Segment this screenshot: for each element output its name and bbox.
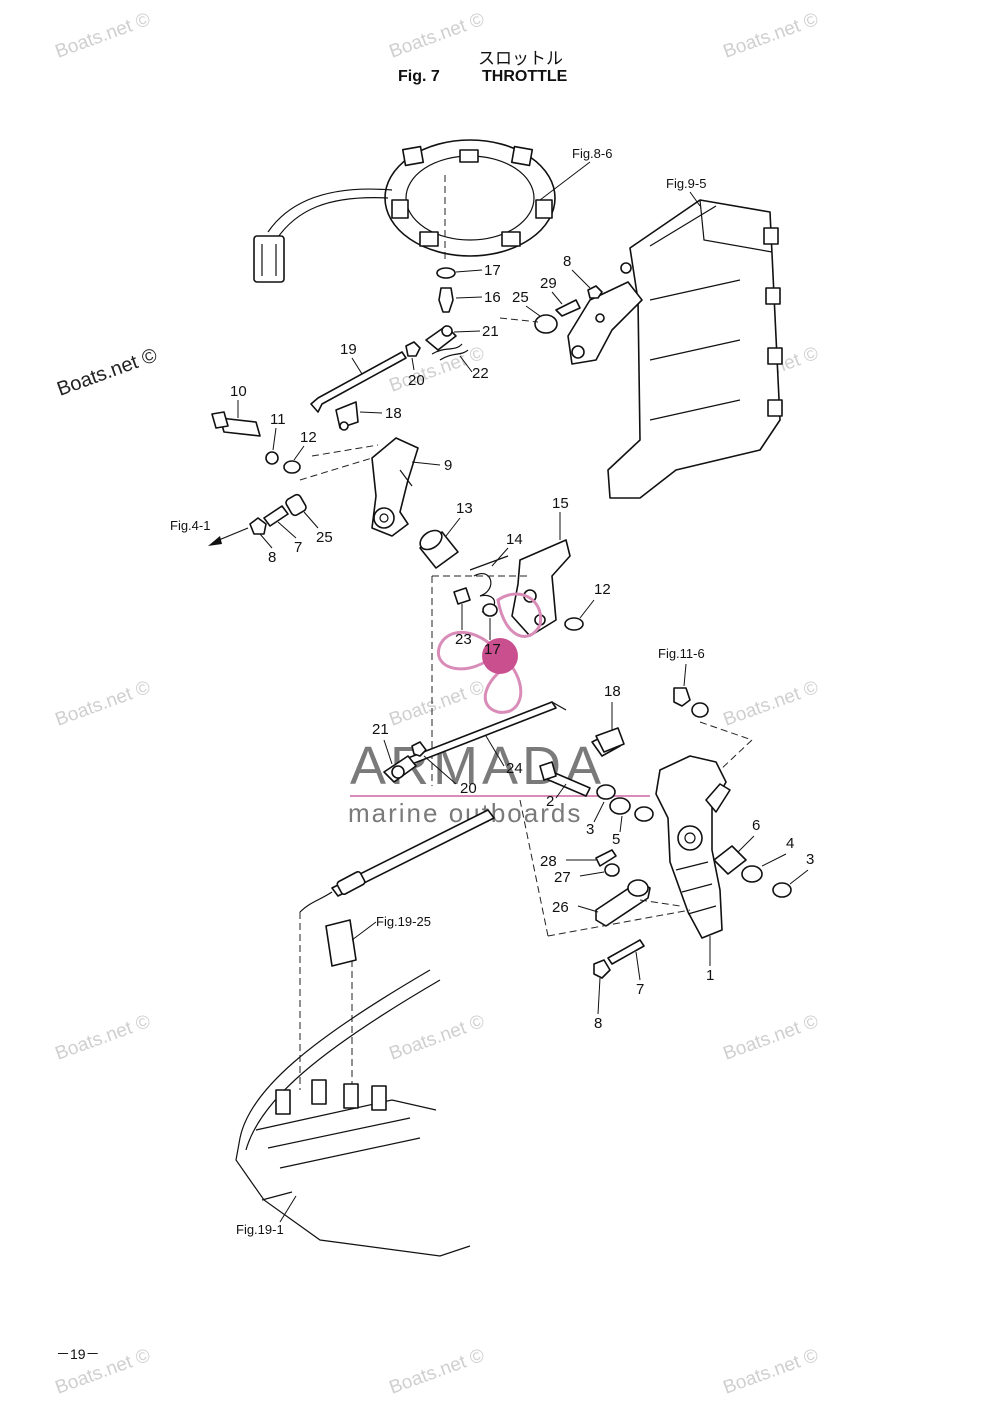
ref-fig-19-1: Fig.19-1 [236,1222,284,1237]
watermark-text: Boats.net © [387,1345,488,1399]
watermark-text: Boats.net © [721,677,822,731]
callout-25: 25 [512,289,529,306]
callout-17: 17 [484,641,501,658]
callout-20: 20 [460,780,477,797]
watermark-text: Boats.net © [721,1011,822,1065]
figure-number: Fig. 7 [398,68,440,85]
throttle-rod-24 [383,687,709,783]
callout-10: 10 [230,383,247,400]
watermark-text: Boats.net © [53,1011,154,1065]
callout-12: 12 [300,429,317,446]
watermark-text: Boats.net © [721,9,822,63]
callout-2: 2 [546,793,554,810]
figure-title: THROTTLE [482,68,568,85]
lever-15-group [419,529,584,786]
watermark-text: Boats.net © [387,677,488,731]
callout-5: 5 [612,831,620,848]
callout-21: 21 [372,721,389,738]
callout-29: 29 [540,275,557,292]
lever-9-group [208,411,419,546]
intake-block [499,199,783,499]
callout-3: 3 [806,851,814,868]
callout-3: 3 [586,821,594,838]
callout-8: 8 [594,1015,602,1032]
watermark-text: Boats.net © [387,9,488,63]
callout-7: 7 [636,981,644,998]
part-callouts: 17 16 21 25 29 8 19 20 22 10 11 12 18 9 … [230,253,814,1032]
watermark-text: Boats.net © [387,1011,488,1065]
callout-27: 27 [554,869,571,886]
callout-16: 16 [484,289,501,306]
ref-fig-19-25: Fig.19-25 [376,914,431,929]
ref-fig-8-6: Fig.8-6 [572,146,612,161]
callout-18: 18 [385,405,402,422]
callout-15: 15 [552,495,569,512]
callout-4: 4 [786,835,794,852]
watermark-text: Boats.net © [53,9,154,63]
callout-6: 6 [752,817,760,834]
callout-21: 21 [482,323,499,340]
title-japanese: スロットル [478,49,563,69]
callout-12: 12 [594,581,611,598]
upper-link-parts [310,267,469,431]
callout-17: 17 [484,262,501,279]
callout-1: 1 [706,967,714,984]
cable-and-housing [235,809,495,1257]
ref-fig-11-6: Fig.11-6 [658,646,705,661]
page-number: －19－ [56,1346,100,1362]
callout-19: 19 [340,341,357,358]
callout-11: 11 [270,411,286,428]
lever-1-group [519,721,792,979]
callout-7: 7 [294,539,302,556]
watermark-text: Boats.net © [53,677,154,731]
callout-25: 25 [316,529,333,546]
callout-9: 9 [444,457,452,474]
callout-8: 8 [268,549,276,566]
watermark-text-main: Boats.net © [54,344,160,401]
figure-references: Fig.8-6 Fig.9-5 Fig.4-1 Fig.11-6 Fig.19-… [170,146,706,1237]
stator-ring-assembly [253,139,556,283]
callout-24: 24 [506,760,523,777]
callout-20: 20 [408,372,425,389]
callout-13: 13 [456,500,473,517]
callout-23: 23 [455,631,472,648]
watermark-text: Boats.net © [721,1345,822,1399]
callout-18: 18 [604,683,621,700]
callout-26: 26 [552,899,569,916]
callout-14: 14 [506,531,523,548]
ref-fig-9-5: Fig.9-5 [666,176,706,191]
callout-8: 8 [563,253,571,270]
callout-22: 22 [472,365,489,382]
ref-fig-4-1: Fig.4-1 [170,518,210,533]
callout-28: 28 [540,853,557,870]
